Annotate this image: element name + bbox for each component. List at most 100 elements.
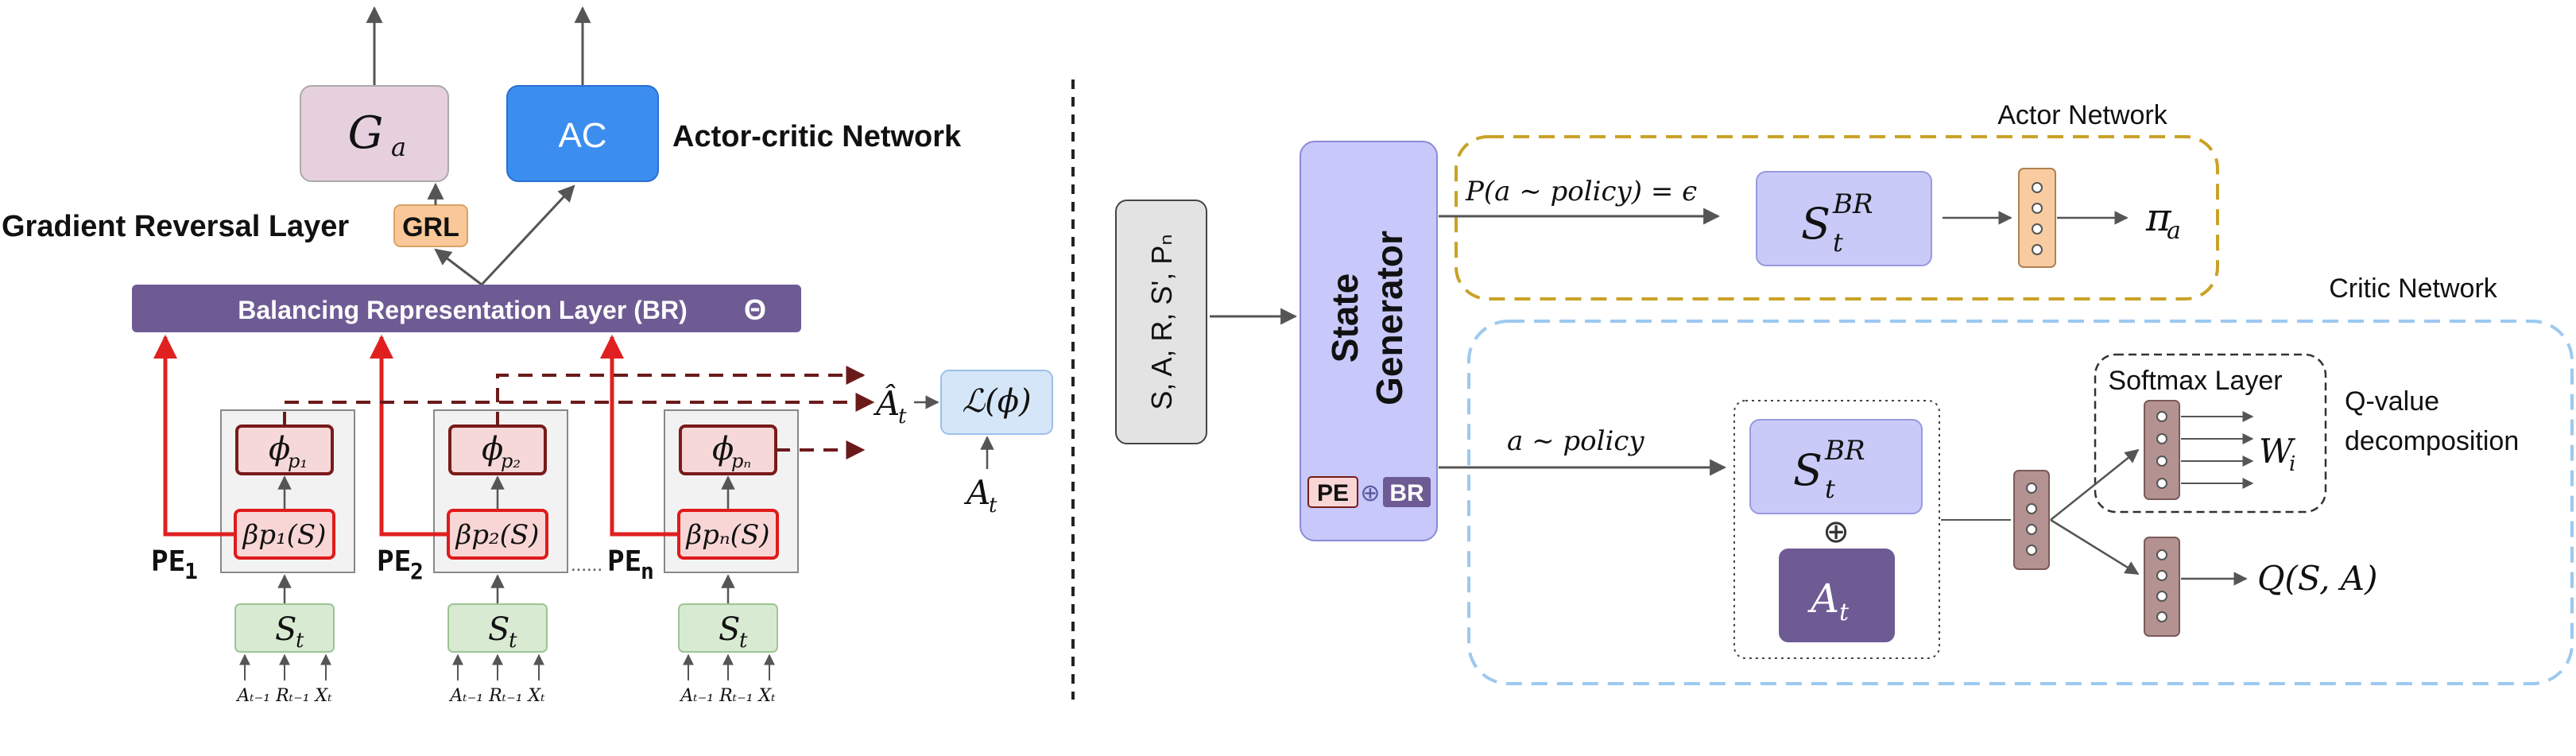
- right-panel: S, A, R, S', Pₙ State Generator PE ⊕ BR …: [1115, 100, 2574, 685]
- pe-ellipsis: ......: [571, 554, 602, 576]
- grl-title: Gradient Reversal Layer: [2, 210, 349, 243]
- pi-sub: a: [2167, 217, 2181, 245]
- pe-label-1: PE: [151, 545, 185, 578]
- st-sub-2: t: [509, 629, 517, 653]
- softmax-vec-node-4: [2156, 478, 2167, 489]
- grl-badge-label: GRL: [402, 212, 459, 242]
- critic-input-box: [1733, 400, 1940, 659]
- actor-vec-node-1: [2032, 182, 2043, 193]
- pe-br-oplus: ⊕: [1360, 480, 1380, 506]
- dashed-phi2-to-ahat: [496, 366, 866, 426]
- phi-label-2: ϕ: [482, 431, 503, 467]
- critic-at-label: A: [1807, 576, 1839, 622]
- red-arrow-1: [153, 335, 235, 537]
- ga-box: [300, 85, 449, 182]
- critic-hidden-vector: [2013, 470, 2050, 570]
- phi-sub-2: p₂: [501, 450, 521, 472]
- critic-sbr-sup: BR: [1824, 435, 1865, 467]
- softmax-vec-node-3: [2156, 456, 2167, 467]
- critic-sbr-box: [1749, 419, 1923, 514]
- q-vector: [2144, 537, 2180, 637]
- inputs-box: [1115, 200, 1207, 444]
- pi-label: π: [2145, 196, 2172, 240]
- softmax-layer-title: Softmax Layer: [2108, 366, 2282, 396]
- actor-sbr-box: [1756, 171, 1932, 266]
- pe-label-n: PE: [607, 545, 641, 578]
- actor-sbr-sup: BR: [1832, 188, 1873, 220]
- phi-sub-1: p₁: [288, 450, 308, 472]
- st-sub-n: t: [739, 629, 748, 653]
- ga-label: G: [348, 107, 384, 159]
- softmax-vec-node-1: [2156, 411, 2167, 422]
- actor-vec-node-3: [2032, 223, 2043, 235]
- st-label-n: S: [719, 611, 740, 648]
- actor-vec-node-2: [2032, 203, 2043, 214]
- q-vec-node-3: [2156, 591, 2167, 602]
- critic-at-box: [1779, 549, 1895, 642]
- ga-label-sub: a: [391, 132, 406, 162]
- br-layer-label: Balancing Representation Layer (BR): [238, 296, 687, 324]
- left-panel: G a AC Actor-critic Network Gradient Rev…: [2, 6, 1053, 706]
- loss-box: [940, 370, 1053, 435]
- br-badge: [1383, 477, 1431, 507]
- st-box-n: [678, 603, 778, 653]
- a-policy-label: a ∼ policy: [1507, 425, 1644, 457]
- critic-vec-node-1: [2026, 483, 2037, 494]
- critic-sbr-sub: t: [1825, 474, 1835, 504]
- critic-oplus: ⊕: [1823, 514, 1850, 549]
- actor-critic-title: Actor-critic Network: [672, 120, 962, 153]
- qsa-label: Q(S, A): [2257, 559, 2378, 598]
- critic-vec-node-3: [2026, 524, 2037, 535]
- critic-sbr-label: S: [1793, 445, 1823, 495]
- actor-output-vector: [2018, 168, 2056, 268]
- state-generator: [1300, 141, 1438, 541]
- inputs-label-2: Aₜ₋₁ Rₜ₋₁ Xₜ: [448, 686, 545, 706]
- q-vec-node-2: [2156, 570, 2167, 581]
- actor-network-box: [1455, 135, 2219, 300]
- br-to-grl-arrow: [434, 248, 482, 286]
- state-generator-line1: State: [1324, 273, 1365, 362]
- pe-badge-label: PE: [1317, 480, 1349, 506]
- policy-eps-label: P(a ∼ policy) = ϵ: [1465, 176, 1697, 207]
- phi-sub-n: pₙ: [731, 450, 751, 472]
- pe-sub-1: 1: [184, 558, 198, 584]
- a-true-label: A: [963, 473, 990, 512]
- pe-badge: [1307, 476, 1358, 508]
- ac-box: [506, 85, 659, 182]
- dashed-phi1-to-ahat: [283, 393, 875, 426]
- st-label-2: S: [488, 611, 509, 648]
- actor-sbr-label: S: [1801, 199, 1830, 249]
- a-hat-sub: t: [898, 405, 907, 428]
- st-box-2: [447, 603, 548, 653]
- a-hat-label: Â: [873, 383, 900, 423]
- beta-label-1: βp₁(S): [242, 519, 327, 551]
- critic-vec-to-q-arrow: [2050, 518, 2140, 576]
- softmax-vector: [2144, 400, 2180, 500]
- actor-network-title: Actor Network: [1997, 100, 2167, 130]
- br-layer: [132, 285, 801, 332]
- softmax-layer-box: [2094, 353, 2327, 514]
- inputs-label-n: Aₜ₋₁ Rₜ₋₁ Xₜ: [679, 686, 776, 706]
- theta-symbol: Θ: [744, 293, 766, 326]
- red-arrow-n: [600, 335, 679, 537]
- inputs-label-1: Aₜ₋₁ Rₜ₋₁ Xₜ: [235, 686, 332, 706]
- a-true-sub: t: [989, 494, 997, 518]
- state-generator-line2: Generator: [1369, 231, 1410, 405]
- pe-sub-2: 2: [410, 558, 424, 584]
- q-vec-node-4: [2156, 611, 2167, 622]
- br-badge-label: BR: [1389, 480, 1424, 506]
- pe-sub-n: n: [641, 558, 654, 584]
- br-to-ac-arrow: [480, 184, 575, 286]
- wi-label: W: [2259, 432, 2296, 471]
- inputs-box-label: S, A, R, S', Pₙ: [1145, 234, 1178, 409]
- grl-badge: [393, 204, 468, 247]
- critic-at-sub: t: [1839, 599, 1850, 626]
- softmax-vec-node-2: [2156, 433, 2167, 444]
- critic-vec-node-4: [2026, 545, 2037, 556]
- critic-vec-node-2: [2026, 503, 2037, 514]
- beta-label-n: βpₙ(S): [684, 519, 769, 551]
- qvalue-line1: Q-value: [2345, 386, 2439, 417]
- st-box-1: [234, 603, 335, 653]
- loss-label: ℒ(ϕ): [962, 383, 1031, 420]
- actor-sbr-sub: t: [1833, 227, 1843, 258]
